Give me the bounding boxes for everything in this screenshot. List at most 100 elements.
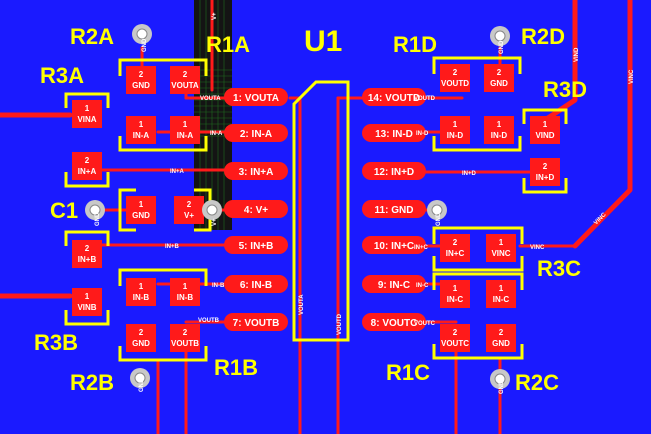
r3a-pad-1: [72, 100, 102, 128]
via-label-gnd11: GND: [436, 212, 442, 226]
via-label-r2c: GND: [499, 380, 505, 394]
r1a-pad-1: [170, 116, 200, 144]
pad-label-r3b-2: 2IN+B: [78, 244, 97, 264]
pad-label-r3a-2: 2IN+A: [78, 156, 97, 176]
silk-r3b-bottom: [64, 310, 110, 326]
r3b-pad-2: [72, 240, 102, 268]
pad-label-r2a-1: 1IN-A: [133, 120, 150, 140]
r3d-pad-2: [530, 158, 560, 186]
net-label-voutb: VOUTB: [198, 318, 220, 324]
via-labels: GND GND GND GND GND GND V+: [95, 38, 505, 394]
svg-text:1: 1: [139, 200, 144, 209]
via-r2a: [132, 24, 152, 44]
svg-text:IN-A: IN-A: [133, 131, 150, 140]
r2c-pad-1: [486, 280, 516, 308]
svg-text:2: 2: [85, 244, 90, 253]
ic-pin-6-label: 6: IN-B: [240, 280, 272, 291]
svg-text:2: 2: [187, 200, 192, 209]
designator-r1c: R1C: [386, 360, 430, 385]
r3a-pad-2: [72, 152, 102, 180]
r2b-pad-1: [126, 278, 156, 306]
via-c1-gnd: [85, 200, 105, 220]
c1-pad-1: [126, 196, 156, 224]
svg-text:GND: GND: [490, 79, 508, 88]
pad-label-r3d-2: 2IN+D: [536, 162, 555, 182]
via-label-r2b: GND: [139, 378, 145, 392]
svg-text:2: 2: [543, 162, 548, 171]
ic-pin-5-label: 5: IN+B: [239, 241, 274, 252]
designator-r1d: R1D: [393, 32, 437, 57]
ic-pin-1-pad: [224, 88, 288, 106]
net-label-vplus: V+: [212, 12, 218, 20]
net-label-inc: IN-C: [416, 283, 429, 289]
r2b-pad-2: [126, 324, 156, 352]
ic-pin-6-pad: [224, 275, 288, 293]
ic-pin-8-label: 8: VOUTC: [371, 318, 418, 329]
silk-r3a-bottom: [64, 172, 110, 188]
net-label-ina: IN-A: [210, 131, 223, 137]
ic-pin-4-pad: [224, 200, 288, 218]
ic-pin-9-pad: [362, 275, 426, 293]
pad-label-r1d-1: 1IN-D: [447, 120, 464, 140]
ic-pin-labels: 1: VOUTA 2: IN-A 3: IN+A 4: V+ 5: IN+B 6…: [233, 93, 420, 329]
silk-r1b-r2b-bottom: [118, 346, 208, 362]
svg-text:1: 1: [543, 120, 548, 129]
svg-text:GND: GND: [132, 339, 150, 348]
r1d-pad-1: [440, 116, 470, 144]
svg-text:IN+D: IN+D: [536, 173, 555, 182]
svg-text:IN-C: IN-C: [447, 295, 464, 304]
svg-text:GND: GND: [492, 339, 510, 348]
pad-label-r3c-2: 2IN+C: [446, 238, 465, 258]
via-gnd-11: [427, 200, 447, 220]
silk-r3d-bottom: [522, 178, 568, 194]
u1-outline: [292, 80, 350, 342]
svg-text:IN-C: IN-C: [493, 295, 510, 304]
net-label-vind: VIND: [574, 47, 580, 62]
svg-text:VINB: VINB: [77, 303, 96, 312]
ic-pin-2-label: 2: IN-A: [240, 129, 272, 140]
ic-pins-left: [224, 88, 288, 331]
silk-c1-left: [118, 188, 136, 232]
r1c-pad-2: [440, 324, 470, 352]
svg-text:IN-B: IN-B: [133, 293, 150, 302]
ic-pin-3-pad: [224, 162, 288, 180]
ic-pin-5-pad: [224, 236, 288, 254]
svg-text:1: 1: [139, 120, 144, 129]
svg-text:2: 2: [497, 68, 502, 77]
r3c-pad-1: [486, 234, 516, 262]
silk-r1c-r2c-top: [432, 272, 524, 290]
ic-pin-12-pad: [362, 162, 426, 180]
designator-u1: U1: [304, 25, 342, 58]
designator-r3d: R3D: [543, 77, 587, 102]
svg-text:2: 2: [139, 328, 144, 337]
svg-text:1: 1: [499, 238, 504, 247]
trace-net-labels: VOUTA IN-A IN+A V+ IN+B IN-B VOUTB VOUTD…: [165, 12, 635, 335]
svg-text:GND: GND: [132, 211, 150, 220]
trace-vinc: [572, 0, 633, 249]
svg-text:2: 2: [85, 156, 90, 165]
designator-c1: C1: [50, 198, 78, 223]
svg-text:2: 2: [453, 238, 458, 247]
ic-pin-9-label: 9: IN-C: [378, 280, 410, 291]
ic-pin-3-label: 3: IN+A: [239, 167, 274, 178]
designator-r2c: R2C: [515, 370, 559, 395]
silk-r1b-r2b-top: [118, 268, 208, 286]
svg-text:2: 2: [499, 328, 504, 337]
via-c1-vplus: [202, 200, 222, 220]
svg-text:IN-D: IN-D: [447, 131, 464, 140]
silk-r3b-top: [64, 230, 110, 246]
pad-label-r2d-1: 1IN-D: [491, 120, 508, 140]
ic-pin-10-pad: [362, 236, 426, 254]
designator-r2d: R2D: [521, 24, 565, 49]
ic-pin-13-label: 13: IN-D: [375, 129, 413, 140]
silk-r3c-bottom: [432, 256, 524, 272]
